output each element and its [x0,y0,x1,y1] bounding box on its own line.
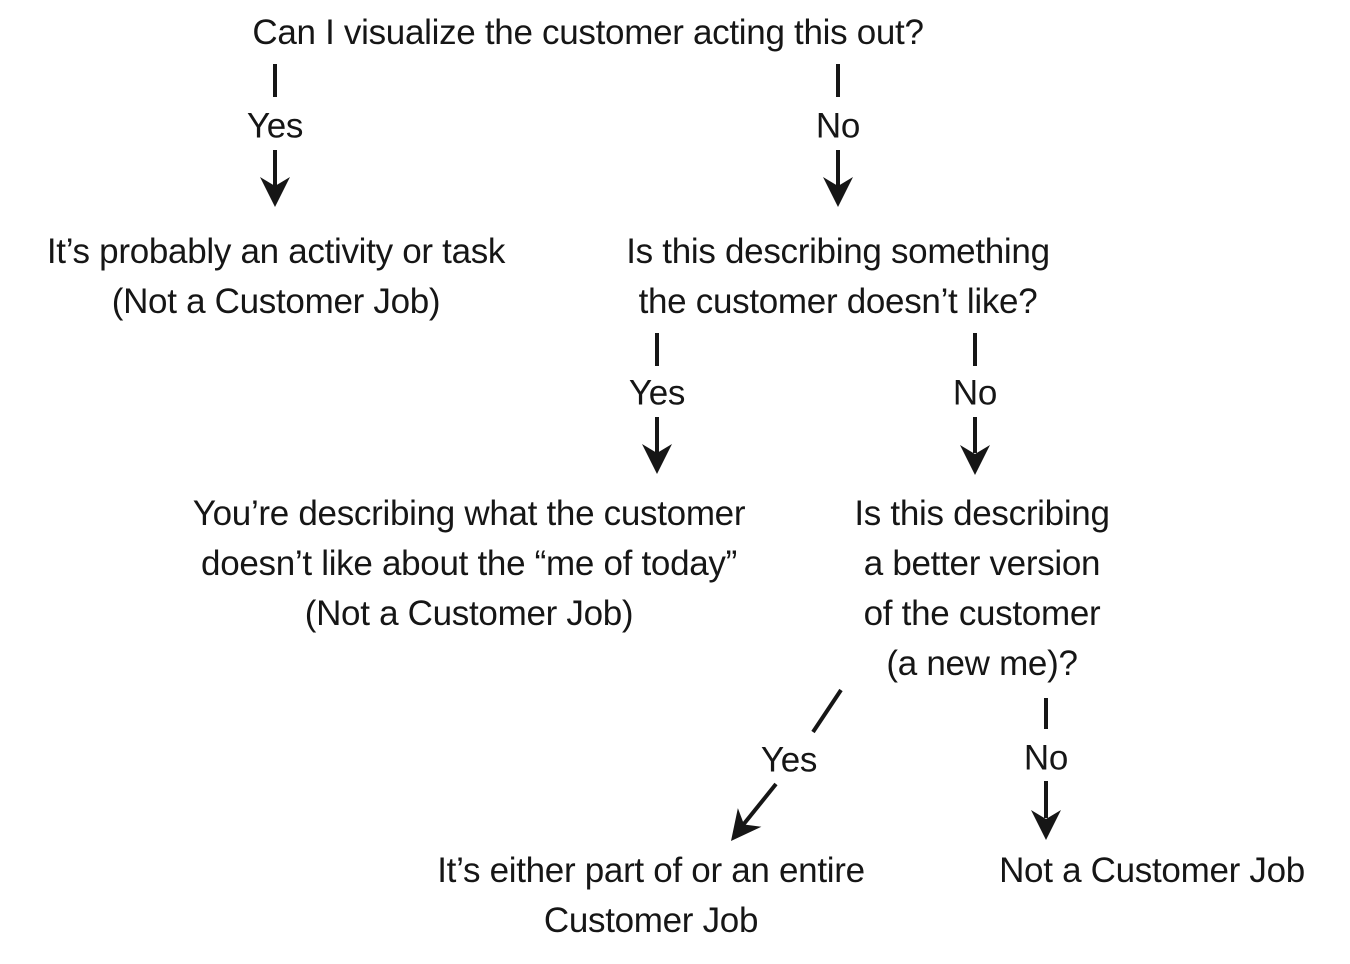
edge-label-root-yes: Yes [246,106,304,146]
edge-root-yes [260,64,290,207]
answer-line: You’re describing what the customer [192,494,746,533]
question-line: Is this describing [854,494,1110,533]
edge-label-root-no: No [815,106,861,146]
arrow-down-left-icon [731,808,762,841]
question-line: (a new me)? [886,644,1078,683]
edge-label-q2-yes: Yes [628,373,686,413]
edge-tick [811,688,843,734]
question-line: the customer doesn’t like? [638,282,1038,321]
answer-line: (Not a Customer Job) [304,594,634,633]
answer-line: It’s either part of or an entire [437,851,865,890]
edge-label-q3-no: No [1023,738,1069,778]
question-visualize-customer: Can I visualize the customer acting this… [252,8,924,58]
answer-not-customer-job: Not a Customer Job [999,846,1305,896]
edge-q2-yes [642,333,672,474]
arrow-down-icon [960,445,990,475]
arrow-down-icon [823,177,853,207]
edge-q3-yes [731,688,843,841]
answer-line: Customer Job [543,901,759,940]
edge-q3-no [1031,698,1061,840]
answer-me-of-today: You’re describing what the customer does… [192,489,746,639]
answer-customer-job: It’s either part of or an entire Custome… [437,846,865,946]
edge-shaft [741,782,778,827]
edge-label-q2-no: No [952,373,998,413]
answer-line: (Not a Customer Job) [111,282,441,321]
question-better-version: Is this describing a better version of t… [854,489,1110,689]
answer-line: doesn’t like about the “me of today” [201,544,737,583]
answer-activity-or-task: It’s probably an activity or task (Not a… [46,227,506,327]
edge-label-q3-yes: Yes [760,740,818,780]
arrow-down-icon [260,177,290,207]
arrow-down-icon [1031,810,1061,840]
edge-q2-no [960,333,990,475]
question-customer-doesnt-like: Is this describing something the custome… [626,227,1050,327]
arrow-down-icon [642,444,672,474]
edge-root-no [823,64,853,207]
question-line: Is this describing something [626,232,1050,271]
answer-line: It’s probably an activity or task [46,232,506,271]
question-text: Can I visualize the customer acting this… [252,13,924,52]
question-line: of the customer [863,594,1101,633]
answer-line: Not a Customer Job [999,851,1305,890]
question-line: a better version [863,544,1101,583]
